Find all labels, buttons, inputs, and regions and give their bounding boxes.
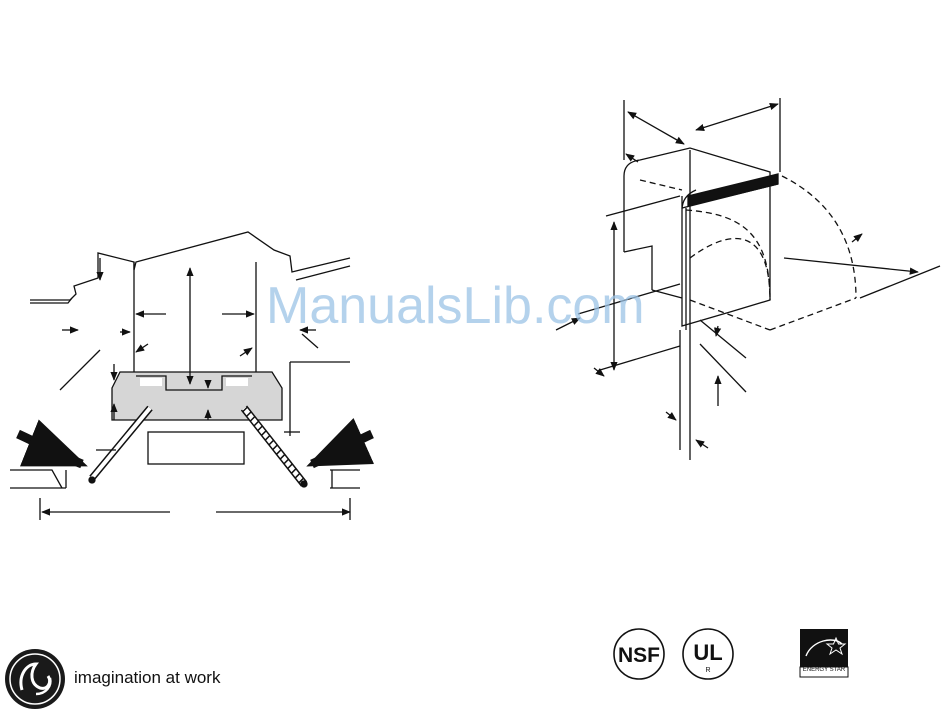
nsf-label: NSF bbox=[618, 644, 660, 667]
ul-registered-mark: R bbox=[705, 667, 710, 674]
watermark: ManualsLib.com bbox=[266, 276, 645, 336]
ul-label: UL bbox=[693, 640, 722, 665]
brand-tagline: imagination at work bbox=[74, 668, 220, 688]
ge-monogram-icon bbox=[5, 649, 65, 709]
energy-star-label: ENERGY STAR bbox=[800, 667, 848, 673]
